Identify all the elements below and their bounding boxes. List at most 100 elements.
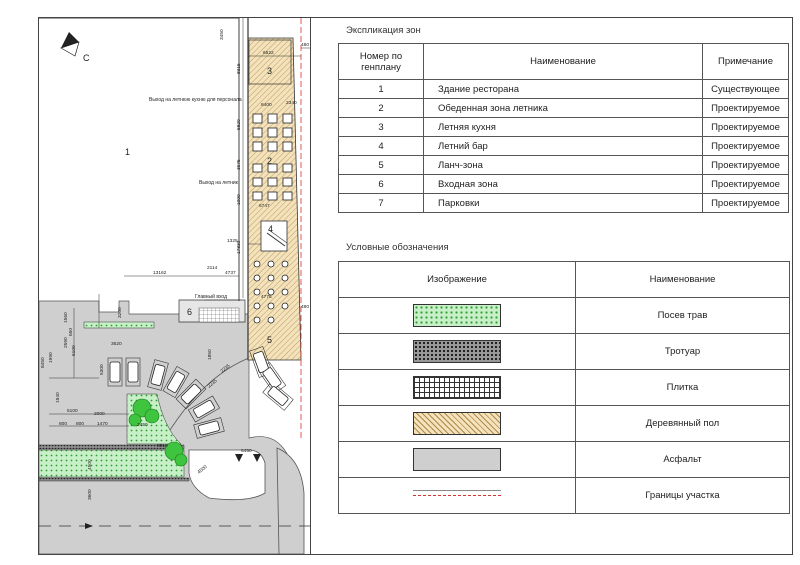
dim-value: 6747 (259, 203, 270, 209)
legend-name: Посев трав (575, 297, 790, 334)
dim-value: 1470 (97, 421, 108, 427)
dim-value: 4500 (87, 459, 93, 470)
dim-value: 3620 (111, 341, 122, 347)
drawing-frame (38, 17, 793, 555)
table-row: 5 Ланч-зона Проектируемое (338, 155, 789, 175)
north-label: С (83, 53, 90, 63)
dim-value: 2590 (63, 337, 69, 348)
sheet-divider (310, 17, 311, 555)
legend-header-name: Наименование (575, 261, 790, 298)
exp-header-note: Примечание (702, 43, 789, 80)
exp-num: 7 (338, 193, 424, 213)
entrance-tiles (198, 307, 240, 323)
grass-strip-bottom (39, 449, 185, 478)
dim-value: 3600 (87, 489, 93, 500)
zone-label-6: 6 (187, 307, 192, 317)
exp-num: 2 (338, 98, 424, 118)
exp-note: Проектируемое (702, 98, 789, 118)
dim-value: 1325 (227, 238, 238, 244)
dim-value: 2340 (286, 100, 297, 106)
sidewalk-strip-2 (39, 477, 190, 482)
site-plan: С 1 2 3 4 5 6 Выход на летнюю кухню для … (39, 18, 310, 554)
exp-note: Проектируемое (702, 117, 789, 137)
dim-value: 6450 (241, 448, 252, 454)
dimension-values: 3450 8315 6522 480 8400 5820 3975 2340 1… (40, 29, 309, 500)
table-row: 2 Обеденная зона летника Проектируемое (338, 98, 789, 118)
dim-value: 5100 (67, 408, 78, 414)
legend-name: Тротуар (575, 333, 790, 370)
grass-strip-top (83, 321, 155, 329)
exp-num: 4 (338, 136, 424, 156)
swatch-boundary (413, 484, 501, 507)
dim-value: 6100 (71, 345, 77, 356)
zone-label-2: 2 (267, 156, 272, 166)
north-arrow: С (60, 32, 90, 63)
zone-label-1: 1 (125, 147, 130, 157)
road-edge (276, 447, 305, 554)
legend-name: Деревянный пол (575, 405, 790, 442)
table-row: 6 Входная зона Проектируемое (338, 174, 789, 194)
table-row: 4 Летний бар Проектируемое (338, 136, 789, 156)
dining-tables (252, 113, 293, 201)
dim-value: 4500 (196, 464, 208, 476)
cars (109, 351, 289, 436)
dim-value: 1560 (63, 312, 69, 323)
exp-header-number: Номер по генплану (338, 43, 424, 80)
dim-value: 3450 (219, 29, 225, 40)
swatch-walkway (413, 340, 501, 363)
legend-name: Границы участка (575, 477, 790, 514)
dim-value: 2114 (207, 265, 218, 271)
dim-value: 8400 (261, 102, 272, 108)
swatch-tile (413, 376, 501, 399)
table-row: Асфальт (338, 441, 790, 478)
table-row: Тротуар (338, 333, 790, 370)
exp-name: Входная зона (423, 174, 703, 194)
exp-header-name: Наименование (423, 43, 703, 80)
dim-value: 800 (59, 421, 67, 427)
summer-bar (260, 220, 288, 252)
exp-note: Существующее (702, 79, 789, 99)
dim-value: 2235 (219, 363, 231, 375)
explication-table: Номер по генплану Наименование Примечани… (338, 43, 789, 213)
restaurant-building (39, 18, 240, 301)
table-row: 3 Летняя кухня Проектируемое (338, 117, 789, 137)
dim-value: 1990 (48, 352, 54, 363)
lunch-tables (253, 260, 289, 324)
zone-label-3: 3 (267, 66, 272, 76)
dim-value: 650 (68, 328, 74, 336)
legend-title: Условные обозначения (346, 242, 449, 253)
dim-value: 3975 (236, 159, 242, 170)
exp-note: Проектируемое (702, 174, 789, 194)
exp-name: Ланч-зона (423, 155, 703, 175)
exp-num: 3 (338, 117, 424, 137)
plan-notes: Выход на летнюю кухню для персонала Выхо… (149, 97, 242, 300)
dim-value: 6522 (263, 50, 274, 56)
dimension-lines (49, 18, 310, 427)
table-row: Плитка (338, 369, 790, 406)
dim-value: 2000 (94, 411, 105, 417)
parking-stalls (107, 346, 294, 439)
dim-value: 8450 (40, 357, 46, 368)
trees (128, 398, 188, 467)
dim-value: 8610 (157, 443, 168, 449)
dim-value: 4737 (225, 270, 236, 276)
note-main-entrance: Главный вход (195, 293, 227, 300)
dim-value: 3200 (117, 307, 123, 318)
dim-value: 1000 (236, 194, 242, 205)
dim-value: 800 (76, 421, 84, 427)
exp-note: Проектируемое (702, 136, 789, 156)
exp-num: 1 (338, 79, 424, 99)
dim-value: 13162 (153, 270, 167, 276)
exp-num: 5 (338, 155, 424, 175)
exp-name: Обеденная зона летника (423, 98, 703, 118)
exp-name: Летняя кухня (423, 117, 703, 137)
table-row: Деревянный пол (338, 405, 790, 442)
exp-num: 6 (338, 174, 424, 194)
summer-kitchen (248, 39, 292, 85)
exp-name: Летний бар (423, 136, 703, 156)
exp-name: Парковки (423, 193, 703, 213)
dim-value: 17830 (236, 240, 242, 254)
legend-header-image: Изображение (338, 261, 576, 298)
dim-value: 8315 (236, 63, 242, 74)
legend-table: Изображение Наименование Посев трав Трот… (338, 261, 790, 514)
